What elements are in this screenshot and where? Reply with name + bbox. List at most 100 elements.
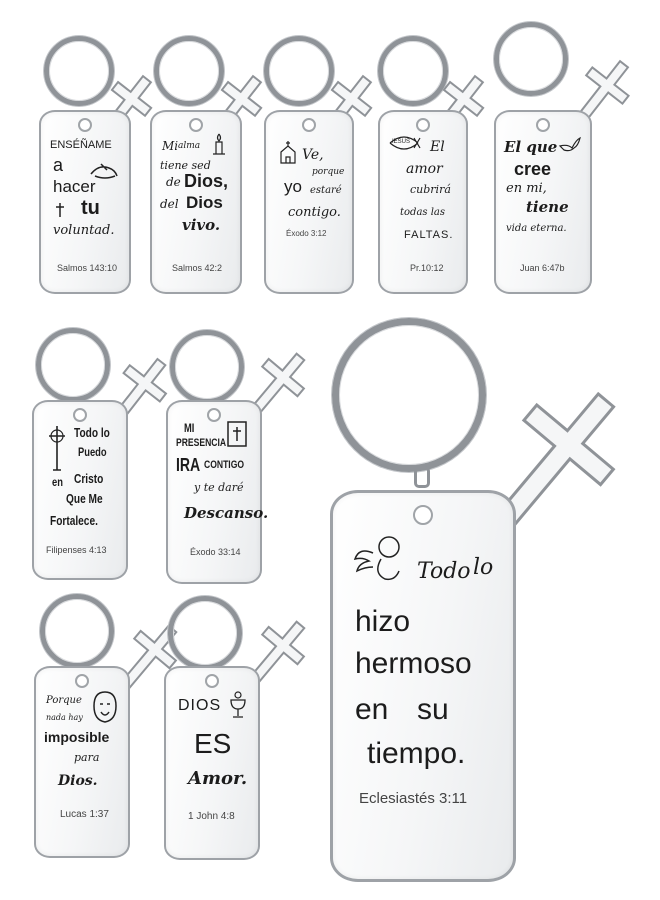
verse-line: porque	[312, 167, 345, 177]
key-ring	[168, 596, 242, 670]
verse-line: estaré	[310, 185, 342, 196]
verse-line: hizo	[355, 605, 411, 638]
fish-text: IESUS	[392, 139, 411, 145]
key-ring	[154, 36, 224, 106]
verse-line: Fortalece.	[50, 513, 98, 528]
verse-reference: Pr.10:12	[410, 263, 444, 273]
verse-line: IRA	[176, 455, 201, 475]
ichthys-fish-icon	[389, 136, 421, 150]
key-ring	[264, 36, 334, 106]
verse-line: tiene sed	[160, 159, 211, 172]
dog-tag: Todo lo Puedo en Cristo Que Me Fortalece…	[32, 400, 128, 580]
tag-hole	[207, 408, 221, 422]
key-ring	[44, 36, 114, 106]
verse-line: ES	[194, 728, 232, 759]
dog-tag: Porque nada hay imposible para Dios. Luc…	[34, 666, 130, 858]
tag-hole	[302, 118, 316, 132]
verse-line: Amor.	[188, 768, 248, 789]
verse-line: contigo.	[288, 205, 341, 220]
verse-line: tiene	[526, 198, 569, 216]
verse-line: Dios	[186, 193, 223, 212]
key-ring	[378, 36, 448, 106]
verse-line: nada hay	[46, 713, 83, 722]
chapel-icon	[280, 141, 296, 164]
verse-line: Porque	[46, 695, 82, 706]
verse-line: vida eterna.	[506, 223, 567, 234]
tag-hole	[536, 118, 550, 132]
verse-line: en	[52, 475, 63, 489]
verse-reference: Lucas 1:37	[60, 809, 109, 820]
dog-tag: El que cree en mi, tiene vida eterna. Ju…	[494, 110, 592, 294]
dog-tag: Mi alma tiene sed de Dios, del Dios vivo…	[150, 110, 242, 294]
verse-line: FALTAS.	[404, 229, 454, 241]
verse-line: tiempo.	[367, 737, 466, 770]
verse-line: lo	[473, 555, 494, 580]
dog-tag: Ve, porque yo estaré contigo. Éxodo 3:12	[264, 110, 354, 294]
verse-line: amor	[406, 161, 443, 177]
cross-small-icon	[56, 203, 64, 217]
verse-line: El que	[504, 138, 558, 156]
verse-line: Que Me	[66, 491, 103, 506]
verse-line: del	[160, 197, 179, 211]
dog-tag: DIOS ES Amor. 1 John 4:8	[164, 666, 260, 860]
verse-line: DIOS	[178, 697, 222, 714]
verse-line: cubrirá	[410, 183, 451, 196]
verse-line: para	[74, 751, 100, 764]
verse-line: Cristo	[74, 471, 104, 486]
tag-hole	[75, 674, 89, 688]
dog-tag: IESUS El amor cubrirá todas las FALTAS. …	[378, 110, 468, 294]
verse-line: Mi	[162, 139, 179, 153]
verse-line: a	[53, 155, 64, 175]
verse-line: yo	[284, 177, 302, 196]
verse-line: voluntad.	[53, 223, 115, 238]
verse-line: todas las	[400, 207, 446, 218]
bible-icon	[227, 421, 247, 447]
tag-hole	[78, 118, 92, 132]
verse-reference: Salmos 143:10	[57, 263, 118, 273]
verse-line: vivo.	[182, 216, 221, 234]
verse-line: Puedo	[78, 445, 107, 459]
verse-reference: 1 John 4:8	[188, 811, 235, 822]
verse-line: CONTIGO	[204, 459, 245, 471]
tag-hole	[73, 408, 87, 422]
key-ring	[36, 328, 110, 402]
verse-line: su	[417, 693, 449, 726]
verse-line: Descanso.	[184, 504, 269, 522]
verse-line: ENSÉÑAME	[50, 139, 112, 151]
verse-line: Ve,	[302, 147, 324, 163]
key-ring	[332, 318, 486, 472]
hand-icon	[90, 163, 118, 179]
verse-reference: Salmos 42:2	[172, 263, 223, 273]
verse-line: tu	[81, 197, 100, 219]
verse-line: PRESENCIA	[176, 437, 227, 449]
tag-hole	[189, 118, 203, 132]
key-ring	[170, 330, 244, 404]
verse-line: hacer	[53, 177, 96, 196]
verse-line: Dios,	[184, 171, 229, 191]
celtic-cross-icon	[49, 426, 65, 471]
verse-line: Todo lo	[74, 425, 110, 440]
verse-line: Dios.	[58, 773, 98, 789]
jump-ring	[414, 466, 430, 488]
verse-line: en mi,	[506, 181, 547, 196]
verse-line: hermoso	[355, 647, 472, 680]
verse-line: El	[430, 139, 445, 155]
chalice-icon	[230, 691, 246, 718]
candle-icon	[213, 133, 225, 155]
angel-icon	[353, 536, 400, 581]
verse-line: alma	[178, 141, 201, 151]
dog-tag: MI PRESENCIA IRA CONTIGO y te daré Desca…	[166, 400, 268, 584]
verse-line: Todo	[417, 559, 471, 584]
verse-line: cree	[514, 159, 552, 179]
verse-reference: Éxodo 33:14	[190, 547, 241, 557]
verse-reference: Filipenses 4:13	[46, 545, 107, 555]
verse-reference: Juan 6:47b	[520, 263, 565, 273]
verse-line: imposible	[44, 729, 110, 745]
dog-tag: Todo lo hizo hermoso en su tiempo. Ecles…	[330, 490, 516, 882]
verse-reference: Eclesiastés 3:11	[359, 790, 468, 807]
tag-hole	[413, 505, 433, 525]
verse-line: MI	[184, 421, 195, 435]
tag-hole	[205, 674, 219, 688]
verse-line: y te daré	[194, 481, 244, 494]
verse-line: de	[166, 175, 181, 189]
